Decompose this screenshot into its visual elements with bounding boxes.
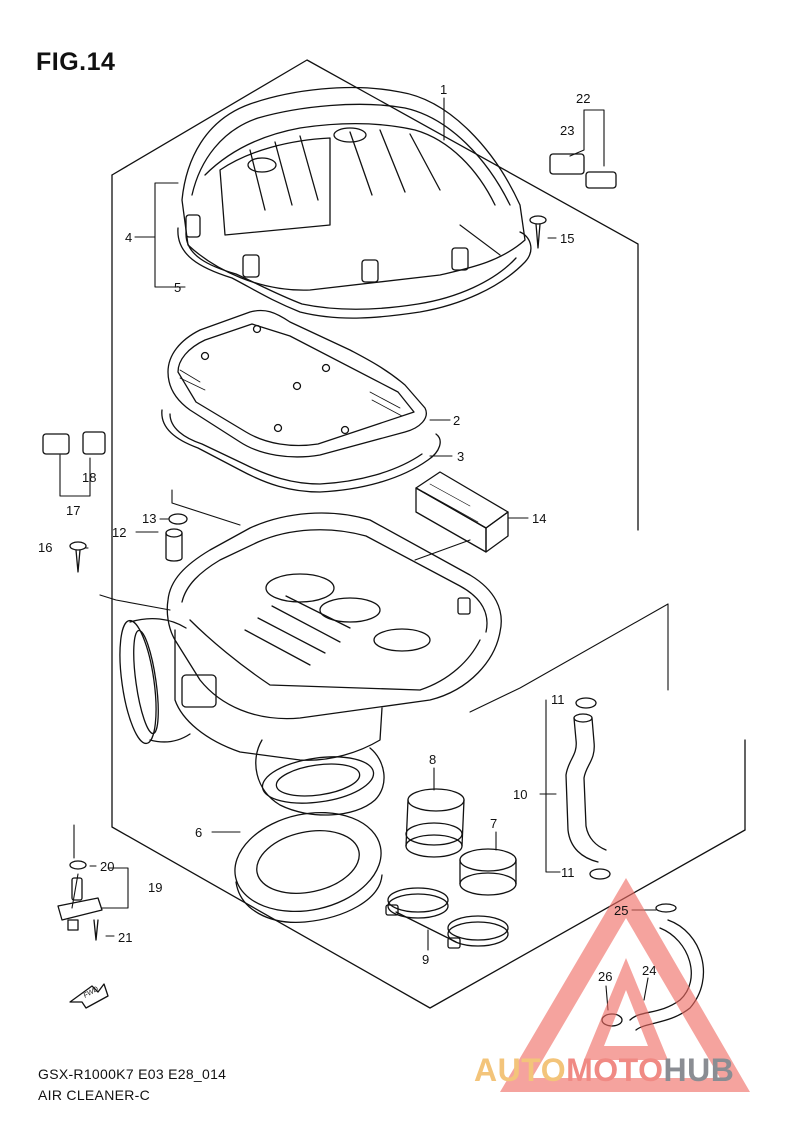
hose-clip-bottom [589, 868, 611, 880]
fwd-arrow [69, 983, 109, 1009]
drain-clip [168, 513, 188, 525]
hose-clip-top [575, 697, 597, 709]
intake-duct [405, 788, 465, 858]
air-cleaner-cover [181, 86, 526, 291]
callout-7: 7 [490, 816, 497, 831]
callout-4: 4 [125, 230, 132, 245]
callout-9: 9 [422, 952, 429, 967]
watermark-text-hub: HUB [663, 1052, 735, 1088]
assembly-boundary [111, 59, 746, 1009]
sensor-connector [42, 431, 106, 455]
watermark-logo [500, 878, 750, 1092]
callout-22: 22 [576, 91, 590, 106]
callout-10: 10 [513, 787, 527, 802]
callout-21: 21 [118, 930, 132, 945]
watermark-text: AUTOMOTOHUB [474, 1052, 734, 1089]
callout-17: 17 [66, 503, 80, 518]
foam-block [415, 471, 509, 553]
callout-6: 6 [195, 825, 202, 840]
throttle-body-seal [234, 756, 383, 924]
callout-12: 12 [112, 525, 126, 540]
figure-title: FIG.14 [36, 48, 116, 76]
callout-26: 26 [598, 969, 612, 984]
callout-18: 18 [82, 470, 96, 485]
callout-24: 24 [642, 963, 656, 978]
callout-13: 13 [142, 511, 156, 526]
callout-8: 8 [429, 752, 436, 767]
callout-19: 19 [148, 880, 162, 895]
top-connector [549, 153, 617, 189]
cover-seal-inner [185, 233, 517, 310]
callout-5: 5 [174, 280, 181, 295]
drain-plug [165, 528, 183, 562]
air-filter-element [167, 309, 427, 458]
footer-part-name: AIR CLEANER-C [38, 1087, 151, 1103]
callout-3: 3 [457, 449, 464, 464]
callout-15: 15 [560, 231, 574, 246]
intake-snorkel [119, 617, 191, 745]
callout-11-top: 11 [551, 692, 565, 707]
cover-seal [177, 227, 532, 319]
callout-20: 20 [100, 859, 114, 874]
callout-25: 25 [614, 903, 628, 918]
bolt [69, 541, 87, 573]
callout-labels: 1 2 3 4 5 6 7 8 9 10 11 11 12 13 14 15 1… [38, 82, 656, 984]
hose-clamps [385, 887, 509, 949]
callout-14: 14 [532, 511, 546, 526]
watermark-text-moto: MOTO [566, 1052, 664, 1088]
callout-2: 2 [453, 413, 460, 428]
iat-sensor [57, 860, 103, 941]
footer-model-code: GSX-R1000K7 E03 E28_014 [38, 1066, 227, 1082]
callout-1: 1 [440, 82, 447, 97]
leader-lines [59, 97, 669, 1011]
filter-seal [161, 409, 441, 493]
duct-ring [459, 848, 517, 896]
filter-seal-inner [169, 413, 423, 485]
watermark-text-auto: AUTO [474, 1052, 567, 1088]
callout-11-bottom: 11 [561, 865, 575, 880]
case-outlet-funnel [255, 739, 385, 816]
screw [529, 215, 547, 249]
callout-16: 16 [38, 540, 52, 555]
callout-23: 23 [560, 123, 574, 138]
breather-hose [565, 713, 607, 863]
air-cleaner-case [166, 512, 502, 761]
